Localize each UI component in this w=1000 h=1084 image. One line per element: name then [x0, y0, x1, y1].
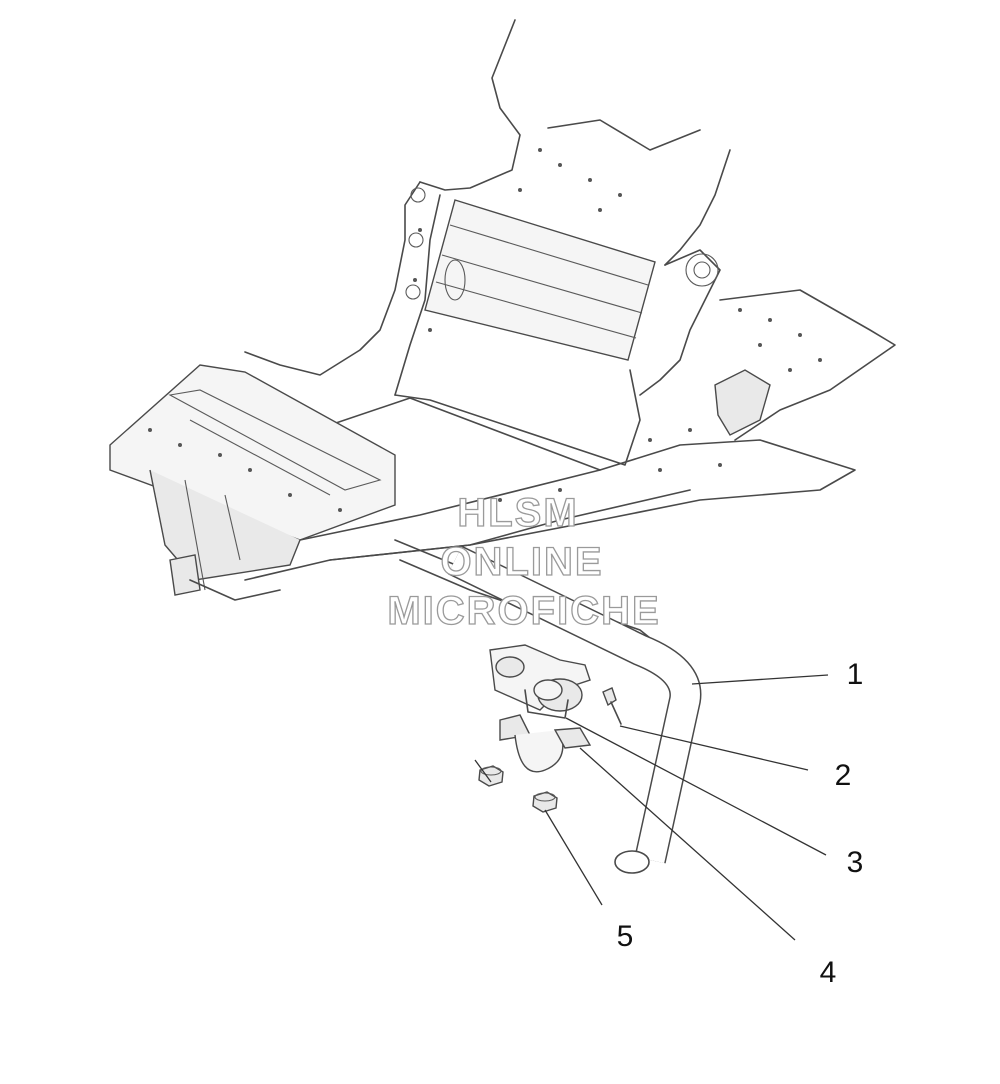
leader-lines: [474, 674, 829, 941]
callout-5: 5: [617, 920, 634, 953]
watermark: HLSM ONLINE MICROFICHE: [387, 490, 660, 633]
part-1-tube: [448, 545, 702, 874]
frame-assembly: [109, 19, 896, 661]
watermark-line-2: ONLINE: [440, 540, 603, 584]
callout-1: 1: [847, 658, 864, 691]
watermark-line-3: MICROFICHE: [387, 589, 660, 633]
part-5-nuts: [478, 765, 558, 813]
part-4-clamp-lower: [499, 714, 592, 773]
watermark-line-1: HLSM: [457, 491, 578, 535]
part-2-rivet: [602, 687, 622, 725]
callout-3: 3: [847, 846, 864, 879]
callout-2: 2: [835, 759, 852, 792]
frame-rivets: [148, 148, 822, 512]
part-3-clamp-upper: [489, 644, 591, 719]
callout-4: 4: [820, 956, 837, 989]
